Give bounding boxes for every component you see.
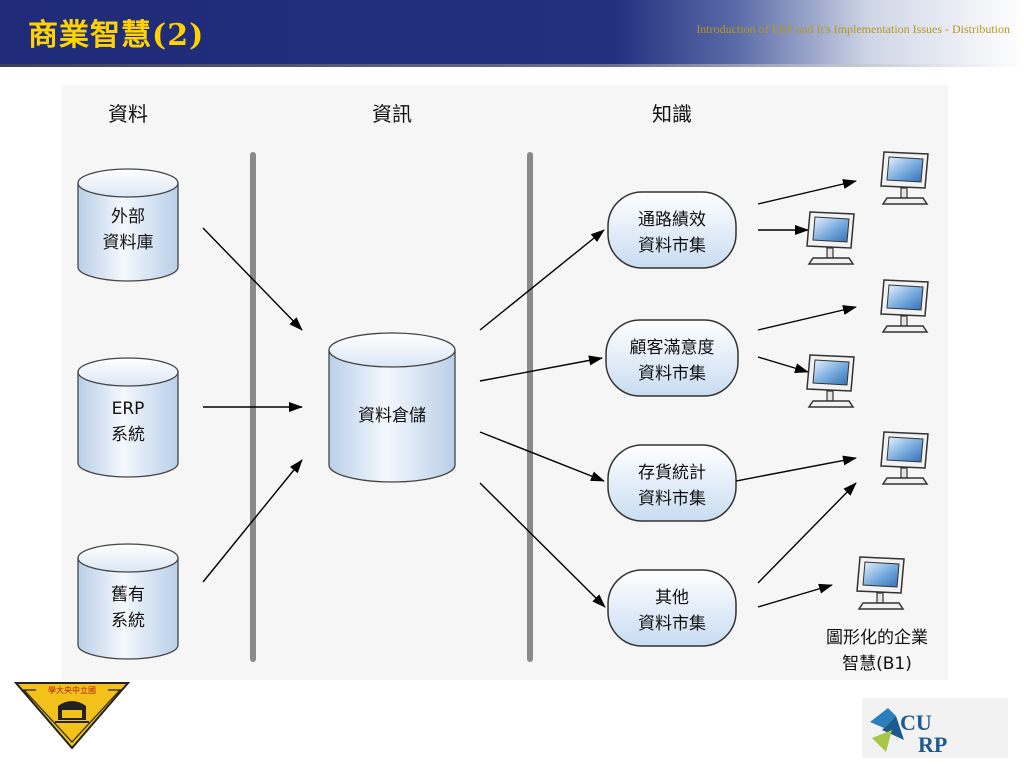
divider-bar-right <box>527 152 533 662</box>
arrow-mart3-to-monitor <box>735 455 857 482</box>
source-label-line2: 資料庫 <box>103 233 154 253</box>
arrow-mart2-to-monitor <box>757 356 809 374</box>
logo-right-text-bottom: RP <box>918 732 947 757</box>
arrow-mart4-to-monitor <box>757 482 857 584</box>
mart-label-line1: 存貨統計 <box>638 463 706 483</box>
arrow-mart1-to-monitor <box>757 179 857 205</box>
monitor-icon <box>880 431 929 485</box>
warehouse-label: 資料倉儲 <box>358 406 426 426</box>
source-label-line2: 系統 <box>111 611 145 631</box>
mart-label-line1: 其他 <box>655 588 689 608</box>
data-warehouse-cylinder: 資料倉儲 <box>328 332 456 483</box>
data-mart-inventory-statistics: 存貨統計 資料市集 <box>607 444 737 522</box>
slide-subtitle: Introduction of ERP and It's Implementat… <box>696 22 1010 36</box>
monitor-icon <box>806 354 855 408</box>
monitor-icon <box>880 151 929 205</box>
logo-right-text-top: CU <box>900 710 932 735</box>
monitor-icon <box>856 556 905 610</box>
arrow-mart4-to-monitor <box>757 583 833 608</box>
bi-diagram-background <box>62 85 948 680</box>
university-logo: 學大央中立國 <box>13 682 131 750</box>
monitor-caption-line2: 智慧(B1) <box>842 654 912 674</box>
arrow-legacy-to-warehouse <box>202 459 303 583</box>
data-mart-other: 其他 資料市集 <box>607 569 737 647</box>
mart-label-line1: 顧客滿意度 <box>630 338 715 358</box>
source-label-line2: 系統 <box>111 425 145 445</box>
arrow-warehouse-to-mart3 <box>479 431 605 482</box>
monitor-caption-line1: 圖形化的企業 <box>826 628 928 648</box>
header-divider <box>0 64 1024 67</box>
source-label-line1: ERP <box>112 399 145 419</box>
arrow-warehouse-to-mart1 <box>479 229 605 331</box>
ncu-erp-logo: CU RP <box>862 698 1008 758</box>
source-cylinder-external-db: 外部 資料庫 <box>77 168 179 282</box>
mart-label-line1: 通路績效 <box>638 210 706 230</box>
mart-label-line2: 資料市集 <box>638 364 706 384</box>
source-cylinder-legacy: 舊有 系統 <box>77 543 179 660</box>
mart-label-line2: 資料市集 <box>638 489 706 509</box>
slide-title: 商業智慧(2) <box>28 18 205 53</box>
arrow-external-to-warehouse <box>202 227 303 331</box>
column-heading-data: 資料 <box>108 102 148 126</box>
source-label-line1: 外部 <box>111 207 145 227</box>
logo-left-text: 學大央中立國 <box>48 685 96 695</box>
arrow-mart2-to-monitor <box>757 305 857 331</box>
mart-label-line2: 資料市集 <box>638 614 706 634</box>
slide-header <box>0 0 1024 66</box>
mart-label-line2: 資料市集 <box>638 236 706 256</box>
column-heading-information: 資訊 <box>372 102 412 126</box>
monitor-icon <box>806 211 855 265</box>
source-cylinder-erp: ERP 系統 <box>77 357 179 478</box>
column-heading-knowledge: 知識 <box>652 102 692 126</box>
data-mart-customer-satisfaction: 顧客滿意度 資料市集 <box>605 319 739 397</box>
source-label-line1: 舊有 <box>111 585 145 605</box>
monitor-icon <box>880 279 929 333</box>
data-mart-channel-performance: 通路績效 資料市集 <box>607 191 737 269</box>
arrow-warehouse-to-mart2 <box>479 355 603 382</box>
arrow-warehouse-to-mart4 <box>479 482 606 608</box>
